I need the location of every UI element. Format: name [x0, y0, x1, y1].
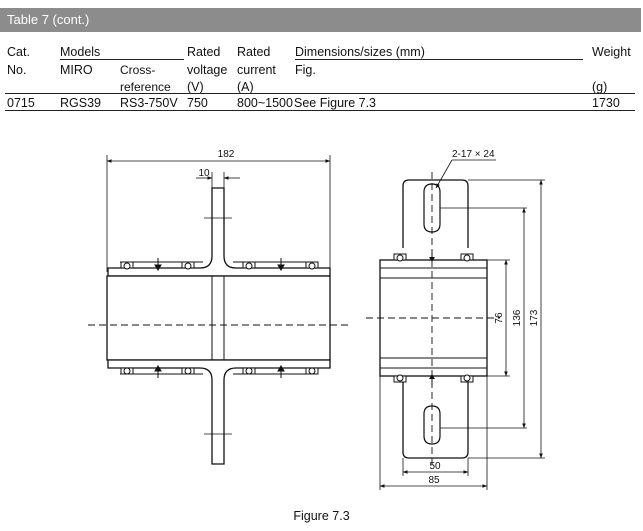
cell-current: 800~1500	[237, 96, 293, 110]
col-current-header-2: current	[237, 63, 276, 77]
dim-136: 136	[512, 309, 523, 326]
col-cat-header-2: No.	[7, 63, 27, 77]
col-weight-unit: (g)	[592, 80, 608, 94]
dims-divider	[295, 59, 583, 60]
col-models-header: Models	[60, 45, 101, 59]
col-voltage-unit: (V)	[187, 80, 204, 94]
dim-173: 173	[529, 309, 540, 326]
row-bottom-rule	[5, 110, 635, 111]
col-dims-header: Dimensions/sizes (mm)	[295, 45, 425, 59]
dim-182: 182	[218, 149, 235, 160]
cell-fig: See Figure 7.3	[294, 96, 376, 110]
dim-slot: 2-17 × 24	[452, 149, 495, 160]
side-view	[366, 159, 545, 490]
col-weight-header: Weight	[592, 45, 631, 59]
col-fig-header: Fig.	[295, 63, 316, 77]
dim-50: 50	[429, 461, 441, 472]
col-current-unit: (A)	[237, 80, 254, 94]
table-title-bar: Table 7 (cont.)	[0, 8, 641, 32]
cell-weight: 1730	[592, 96, 620, 110]
cell-miro: RGS39	[60, 96, 101, 110]
col-current-header: Rated	[237, 45, 271, 59]
col-miro-header: MIRO	[60, 63, 93, 77]
cell-cat: 0715	[7, 96, 35, 110]
models-divider	[60, 59, 184, 60]
figure-caption: Figure 7.3	[293, 509, 350, 523]
col-cat-header: Cat.	[7, 45, 30, 59]
cell-voltage: 750	[187, 96, 208, 110]
header-bottom-rule	[5, 93, 635, 94]
dim-76: 76	[494, 312, 505, 324]
dim-10: 10	[198, 168, 210, 179]
dim-85: 85	[428, 475, 440, 486]
front-view	[88, 155, 350, 465]
col-voltage-header: Rated	[187, 45, 221, 59]
cell-cross: RS3-750V	[120, 96, 178, 110]
col-cross-header-2: reference	[120, 80, 171, 94]
col-cross-header: Cross-	[120, 63, 156, 77]
table-title: Table 7 (cont.)	[7, 12, 90, 27]
col-voltage-header-2: voltage	[187, 63, 228, 77]
